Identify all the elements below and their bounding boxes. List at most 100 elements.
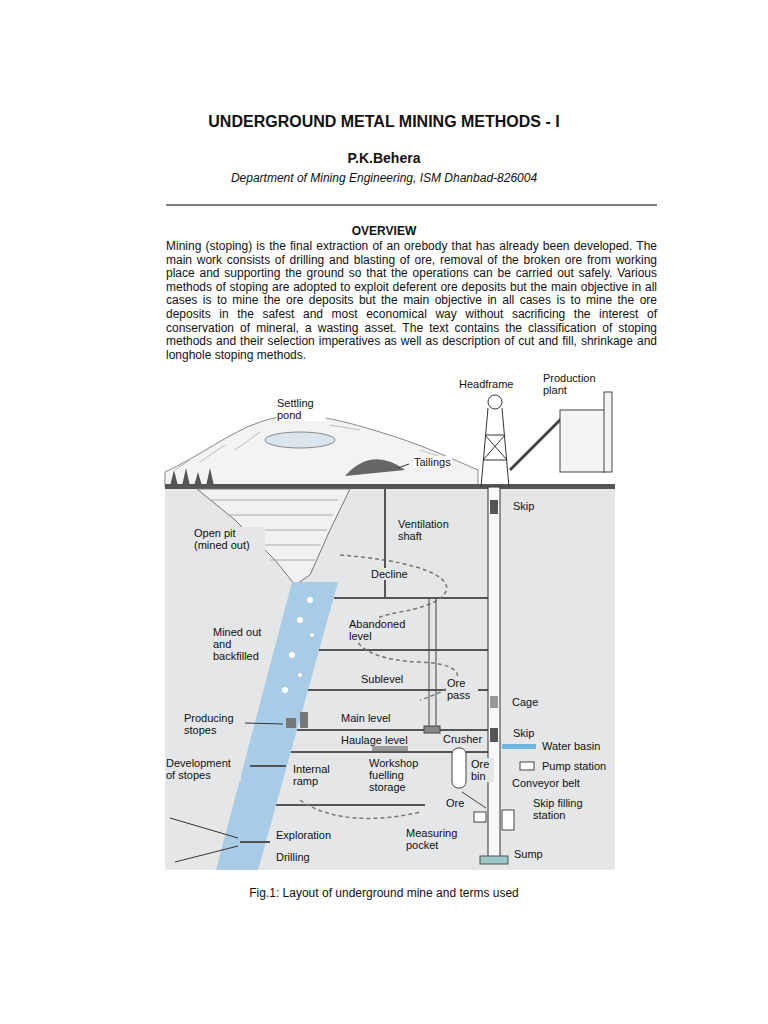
figure-label: Mined out and backfilled [212,626,270,662]
figure-label: Water basin [541,740,601,752]
ore-body [289,652,295,658]
headframe [485,435,507,460]
headframe [483,460,507,461]
drill-holes [175,846,238,862]
shaft [490,696,498,708]
surface [345,459,405,476]
ground [165,487,615,870]
stopes [286,718,296,728]
ore-pass [424,598,486,822]
headframe [485,435,505,436]
figure-label: Sump [513,848,544,860]
ventilation-shaft [384,489,386,598]
figure-label: Settling pond [276,397,326,421]
ore-pass [462,792,486,808]
mine-levels [334,597,488,599]
ground [165,484,615,870]
workshop [372,746,408,751]
surface [265,432,335,448]
figure-label: Internal ramp [292,763,342,787]
ore-pass [436,598,437,728]
drill-holes [170,818,238,838]
ore-body [307,597,313,603]
decline [300,800,420,818]
decline [340,555,458,700]
figure-label: Crusher [442,733,483,745]
stopes [245,723,283,724]
figure-label: Production plant [542,372,602,396]
figure-label: Decline [370,568,409,580]
mine-levels [297,729,488,731]
shaft [480,487,508,864]
surface [175,425,450,470]
ore-body [310,633,314,637]
figure-label: Ore pass [446,677,478,701]
figure-label: Ore bin [470,758,494,782]
figure-label: Skip [512,500,535,512]
mine-levels [240,598,488,842]
headframe [502,408,509,487]
figure-label: Pump station [541,760,607,772]
ore-body [297,617,303,623]
figure-caption: Fig.1: Layout of underground mine and te… [0,886,768,900]
figure-label: Development of stopes [165,757,241,781]
figure-label: Haulage level [340,734,409,746]
figure-label: Measuring pocket [405,827,465,851]
ore-pass [424,726,440,733]
open-pit [228,515,333,516]
shaft [490,728,498,742]
surface [398,464,409,468]
figure-label: Skip filling station [532,797,606,821]
figure-label: Abandoned level [348,618,412,642]
headframe [481,408,488,487]
open-pit [270,560,315,561]
body-paragraph: Mining (stoping) is the final extraction… [166,240,657,362]
ore-pass [429,598,430,728]
mine-levels [276,804,425,806]
figure-label: Headframe [458,378,514,390]
figure-label: Conveyor belt [511,777,581,789]
figure-label: Main level [340,712,392,724]
header-rule [166,205,657,206]
figure-label: Cage [511,696,539,708]
water-and-pumps [502,810,514,830]
water-and-pumps [502,744,536,749]
water-and-pumps [520,762,534,770]
ground [165,484,615,489]
surface [165,416,478,487]
shaft [488,487,500,860]
stopes [300,712,308,728]
section-heading: OVERVIEW [0,224,768,238]
headframe [481,395,509,487]
production-plant [560,410,605,472]
open-pit [256,545,321,546]
production-plant [510,392,612,472]
figure-label: Tailings [413,456,452,468]
shaft [490,500,498,514]
headframe [488,395,502,409]
figure-label: Sublevel [360,673,404,685]
ore-body [298,673,302,677]
production-plant [604,392,612,472]
shaft [480,856,508,864]
figure-label: Producing stopes [183,712,243,736]
figure-label: Exploration [275,829,332,841]
author-name: P.K.Behera [0,150,768,166]
mine-levels [240,841,270,843]
mine-levels [250,765,286,767]
figure-label: Ore [445,797,465,809]
affiliation: Department of Mining Engineering, ISM Dh… [0,171,768,185]
open-pit [212,500,338,501]
surface [170,468,214,486]
figure-label: Workshop fuelling storage [368,757,426,793]
figure-label: Open pit (mined out) [193,527,265,551]
figure-label: Skip [512,727,535,739]
ore-pass [474,812,486,822]
surface [165,416,478,487]
headframe [483,435,505,460]
figure-label: Ventilation shaft [397,518,459,542]
page-title: UNDERGROUND METAL MINING METHODS - I [0,113,768,131]
figure-label: Drilling [275,851,311,863]
mine-levels [319,649,488,651]
stopes [245,712,308,728]
